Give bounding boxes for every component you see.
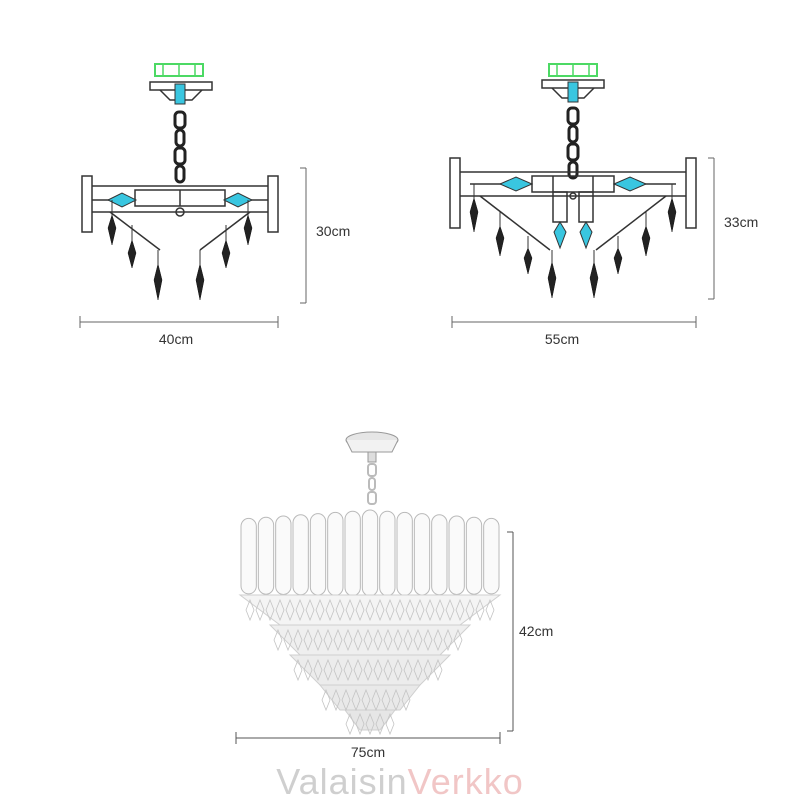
ceiling-canopy-icon (541, 63, 605, 103)
height-label: 42cm (519, 623, 553, 639)
height-label: 30cm (316, 223, 350, 239)
brand-name-part1: Valaisin (276, 761, 408, 800)
crystal-tiers-icon (238, 594, 502, 731)
bulb-icon (498, 176, 648, 250)
frame-arms-icon (81, 175, 279, 251)
chandelier-large-drawing: 75cm 42cm (235, 431, 553, 760)
crystal-drops-icon (107, 200, 253, 301)
ceiling-canopy-icon (345, 431, 399, 463)
chandelier-medium-drawing: 55cm 33cm (449, 63, 758, 347)
chain-icon (173, 110, 187, 184)
brand-name-part2: Verkko (407, 761, 524, 800)
crystal-drops-icon (469, 184, 677, 299)
dimension-lines (235, 531, 514, 744)
dimension-lines (79, 167, 307, 328)
ceiling-canopy-icon (149, 63, 213, 105)
height-label: 33cm (724, 214, 758, 230)
chandelier-small-drawing: 40cm 30cm (79, 63, 350, 347)
frame-arms-icon (449, 157, 697, 251)
dimension-lines (451, 157, 715, 328)
width-label: 55cm (545, 331, 579, 347)
brand-logo: ValaisinVerkko (0, 760, 800, 800)
crystal-drops-icon (245, 598, 495, 736)
width-label: 40cm (159, 331, 193, 347)
glass-panel-ring-icon (240, 509, 500, 597)
chain-icon (566, 106, 580, 180)
bulb-icon (106, 192, 254, 208)
width-label: 75cm (351, 744, 385, 760)
chain-icon (367, 463, 377, 505)
